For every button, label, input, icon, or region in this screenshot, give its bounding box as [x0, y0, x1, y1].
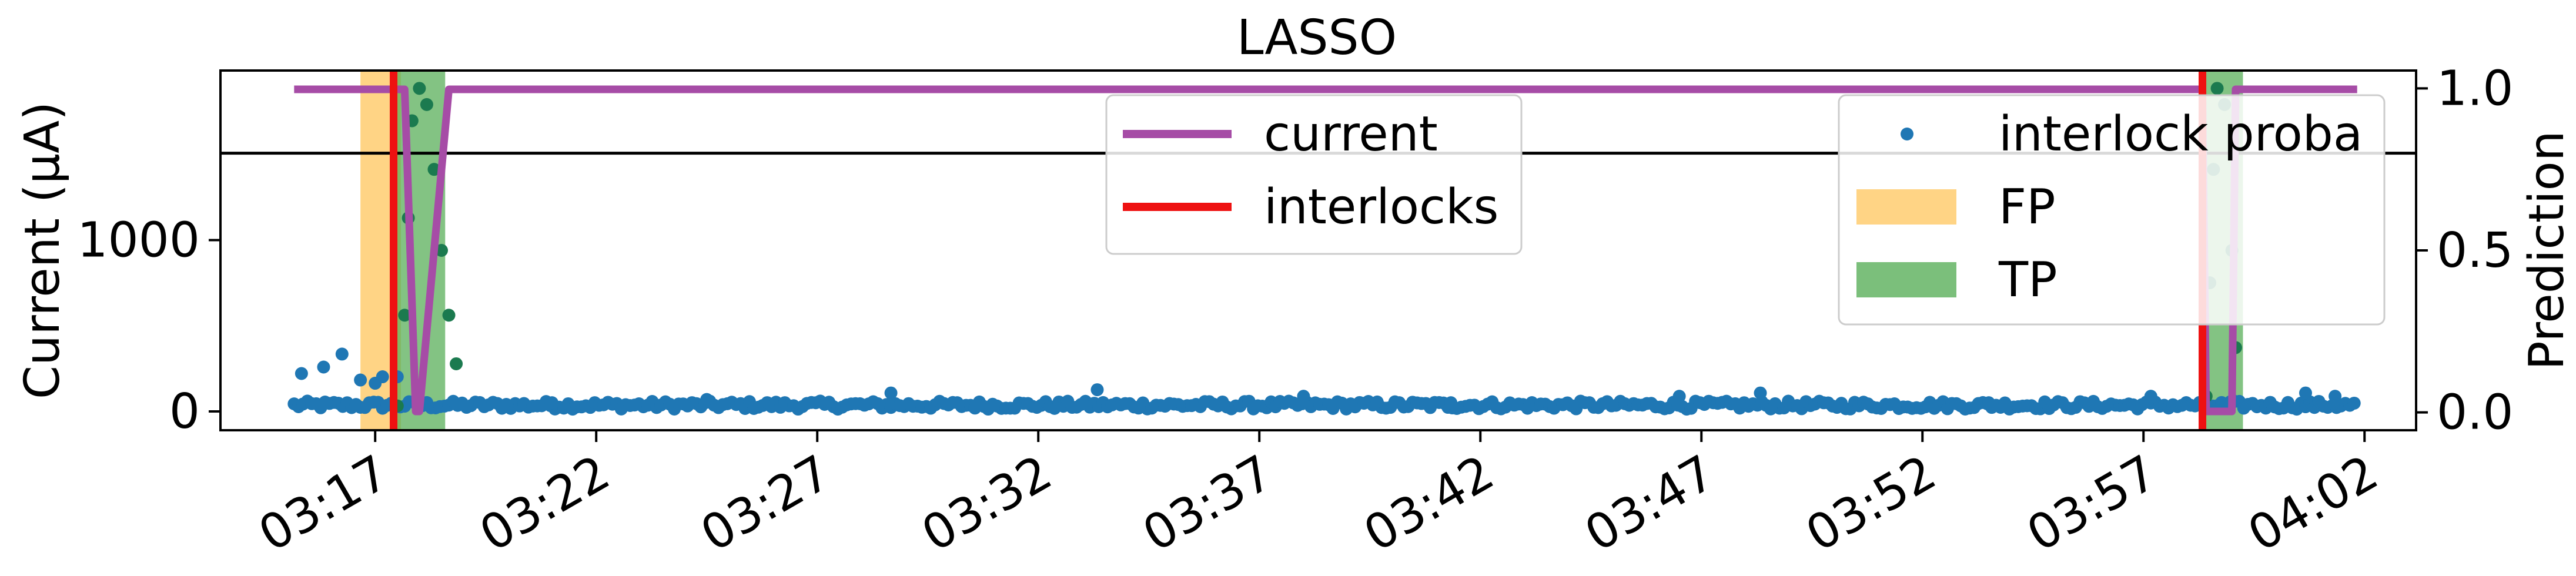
legend-label: interlock proba — [1999, 106, 2363, 162]
legend-left: current interlocks — [1105, 94, 1523, 255]
scatter-point — [427, 163, 441, 176]
legend-label: interlocks — [1264, 179, 1498, 235]
y-tick-label-left: 0 — [169, 384, 200, 440]
scatter-point — [1444, 396, 1458, 410]
y-axis-label-right: Prediction — [2519, 130, 2575, 370]
scatter-point — [435, 244, 449, 257]
scatter-point — [2347, 396, 2361, 410]
scatter-point — [295, 367, 308, 380]
scatter-point — [354, 373, 367, 387]
y-axis-label-left: Current (μA) — [15, 102, 71, 399]
y-tick-label-left: 1000 — [77, 213, 200, 269]
scatter-point — [2210, 82, 2224, 95]
scatter-point — [546, 396, 559, 410]
scatter-point — [420, 98, 433, 111]
legend-label: TP — [1998, 252, 2058, 308]
scatter-point — [1090, 383, 1104, 397]
legend-label: FP — [1999, 179, 2056, 235]
scatter-point — [1672, 390, 1686, 403]
y-axis-right: 0.0 0.5 1.0 — [2416, 61, 2513, 441]
y-axis-left: 0 1000 — [77, 213, 220, 440]
scatter-point — [2299, 386, 2312, 400]
scatter-point — [1297, 390, 1310, 403]
legend-box — [1838, 94, 2386, 326]
scatter-point — [317, 360, 330, 374]
scatter-point — [1982, 396, 1996, 410]
legend-swatch — [1901, 128, 1913, 140]
scatter-point — [442, 309, 456, 322]
scatter-point — [450, 357, 463, 370]
chart-title: LASSO — [1237, 10, 1397, 66]
scatter-point — [335, 347, 349, 361]
scatter-point — [700, 393, 714, 406]
scatter-point — [2144, 390, 2157, 403]
scatter-point — [376, 370, 389, 384]
scatter-point — [2329, 390, 2342, 403]
y-tick-label-right: 0.5 — [2437, 223, 2513, 279]
legend-swatch — [1856, 262, 1956, 297]
scatter-point — [413, 82, 426, 95]
interlock-proba-scatter — [287, 82, 2361, 416]
scatter-point — [884, 386, 898, 400]
legend-label: current — [1264, 106, 1438, 162]
y-tick-label-right: 1.0 — [2437, 61, 2513, 116]
scatter-point — [1754, 386, 1767, 400]
y-tick-label-right: 0.0 — [2437, 385, 2513, 441]
legend-swatch — [1856, 189, 1956, 225]
scatter-point — [398, 309, 412, 322]
